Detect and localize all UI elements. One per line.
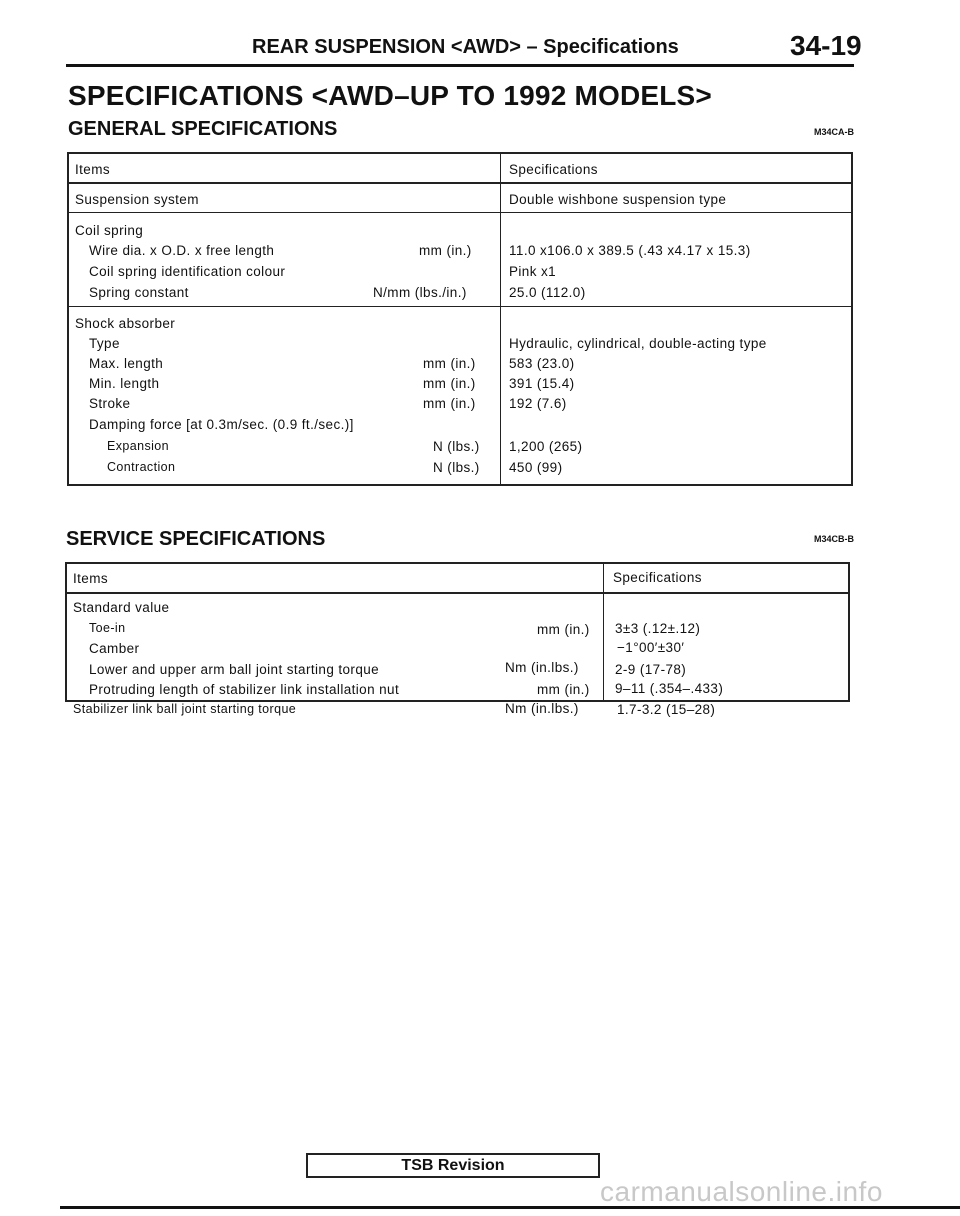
min-length-value: 391 (15.4) [509,376,575,391]
toe-in-value: 3±3 (.12±.12) [615,621,701,636]
page-header-title: REAR SUSPENSION <AWD> – Specifications [252,36,679,58]
service-specs-code: M34CB-B [814,534,855,544]
spring-constant-label: Spring constant [89,285,189,300]
stabilizer-joint-value: 1.7-3.2 (15–28) [617,702,716,717]
row-divider [67,182,853,184]
expansion-label: Expansion [107,439,169,453]
arm-joint-label: Lower and upper arm ball joint starting … [89,662,380,677]
standard-value-label: Standard value [73,600,170,615]
wire-dia-label: Wire dia. x O.D. x free length [89,243,275,258]
toe-in-label: Toe-in [89,621,126,635]
col-header-items: Items [73,571,109,586]
shock-absorber-label: Shock absorber [75,316,176,331]
contraction-unit: N (lbs.) [433,460,480,475]
shock-type-value: Hydraulic, cylindrical, double-acting ty… [509,336,767,351]
spring-constant-unit: N/mm (lbs./in.) [373,285,467,300]
service-specs-table: Items Specifications Standard value Toe-… [65,562,850,717]
stroke-label: Stroke [89,396,131,411]
row-divider [67,212,853,213]
identification-value: Pink x1 [509,264,557,279]
suspension-value: Double wishbone suspension type [509,192,727,207]
arm-joint-value: 2-9 (17-78) [615,662,687,677]
protruding-length-unit: mm (in.) [537,682,590,697]
col-header-specs: Specifications [509,162,598,177]
col-header-specs: Specifications [613,570,702,585]
expansion-value: 1,200 (265) [509,439,583,454]
arm-joint-unit: Nm (in.lbs.) [505,660,579,675]
general-specs-table: Items Specifications Suspension system D… [67,152,853,486]
general-specs-heading: GENERAL SPECIFICATIONS [68,118,338,140]
col-header-items: Items [75,162,111,177]
shock-type-label: Type [89,336,120,351]
stabilizer-joint-label: Stabilizer link ball joint starting torq… [73,702,297,716]
stabilizer-joint-unit: Nm (in.lbs.) [505,701,579,716]
protruding-length-label: Protruding length of stabilizer link ins… [89,682,400,697]
min-length-unit: mm (in.) [423,376,476,391]
suspension-label: Suspension system [75,192,199,207]
stroke-unit: mm (in.) [423,396,476,411]
camber-label: Camber [89,641,140,656]
site-watermark: carmanualsonline.info [600,1176,883,1207]
tsb-revision-box: TSB Revision [306,1153,600,1178]
spring-constant-value: 25.0 (112.0) [509,285,586,300]
contraction-value: 450 (99) [509,460,563,475]
min-length-label: Min. length [89,376,160,391]
max-length-label: Max. length [89,356,164,371]
stroke-value: 192 (7.6) [509,396,567,411]
coil-spring-label: Coil spring [75,223,144,238]
max-length-unit: mm (in.) [423,356,476,371]
row-divider [67,306,853,307]
wire-dia-value: 11.0 x106.0 x 389.5 (.43 x4.17 x 15.3) [509,243,751,258]
general-specs-code: M34CA-B [814,127,855,137]
row-divider [65,592,850,594]
footer-rule [60,1206,960,1209]
expansion-unit: N (lbs.) [433,439,480,454]
column-divider [500,152,501,486]
contraction-label: Contraction [107,460,176,474]
header-rule [66,64,854,67]
page-number: 34-19 [790,30,862,61]
toe-in-unit: mm (in.) [537,622,590,637]
camber-value: −1°00′±30′ [617,640,685,655]
max-length-value: 583 (23.0) [509,356,575,371]
damping-force-label: Damping force [at 0.3m/sec. (0.9 ft./sec… [89,417,354,432]
identification-label: Coil spring identification colour [89,264,286,279]
main-title: SPECIFICATIONS <AWD–UP TO 1992 MODELS> [68,80,712,111]
wire-dia-unit: mm (in.) [419,243,472,258]
protruding-length-value: 9–11 (.354–.433) [615,681,724,696]
service-specs-heading: SERVICE SPECIFICATIONS [66,528,326,550]
column-divider [603,562,604,702]
